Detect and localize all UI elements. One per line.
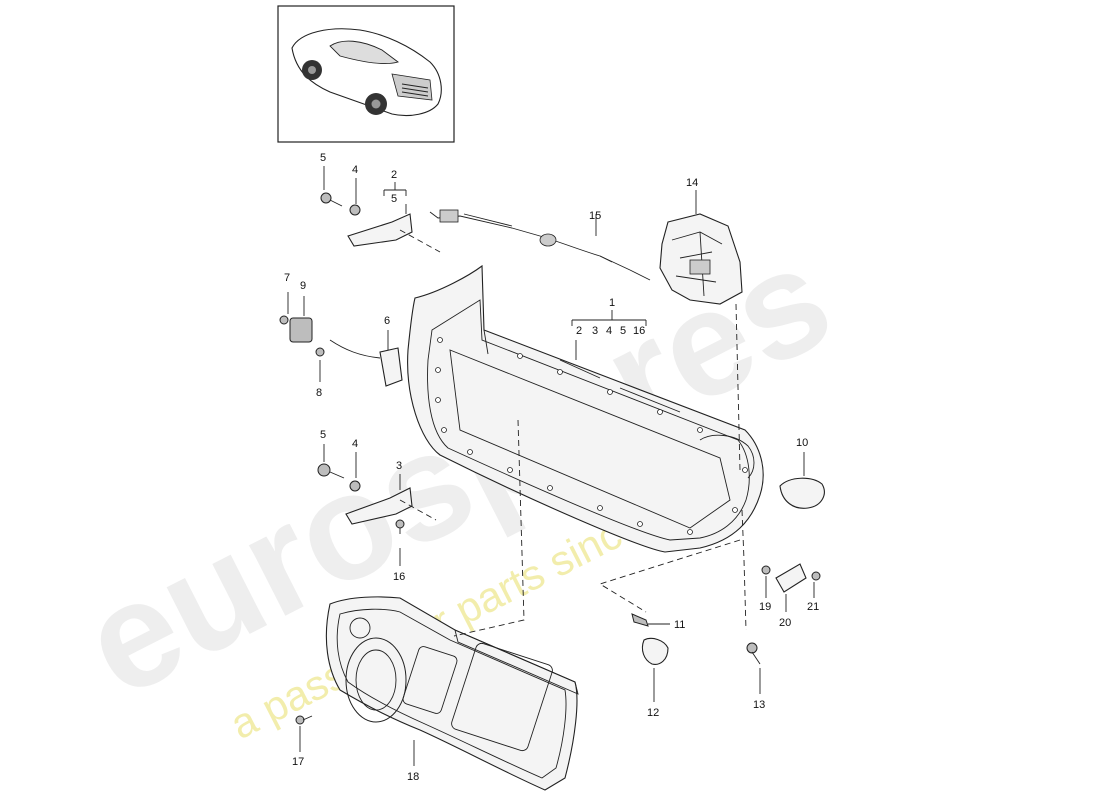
alignment-lines xyxy=(399,229,747,637)
door-rivets xyxy=(435,337,748,535)
callout-3: 3 xyxy=(396,460,402,472)
car-rear-view-icon xyxy=(291,28,442,117)
callout-1-sub-d: 5 xyxy=(620,325,626,337)
callout-12: 12 xyxy=(647,707,659,719)
callout-11: 11 xyxy=(674,619,685,631)
release-cable xyxy=(429,209,651,281)
callout-1-sub-b: 3 xyxy=(592,325,598,337)
leader-lines xyxy=(287,166,815,766)
callout-2-sub-5: 5 xyxy=(391,193,397,205)
trim-cap-assembly xyxy=(631,613,669,665)
callout-2: 2 xyxy=(391,169,397,181)
callout-4-lower: 4 xyxy=(352,438,358,450)
callout-4: 4 xyxy=(352,164,358,176)
door-check-strap-upper xyxy=(320,192,413,247)
callout-18: 18 xyxy=(407,771,419,783)
callout-1-sub-a: 2 xyxy=(576,325,582,337)
callout-1-sub-c: 4 xyxy=(606,325,612,337)
callout-13: 13 xyxy=(753,699,765,711)
callout-15: 15 xyxy=(589,210,601,222)
car-inset xyxy=(277,5,455,143)
callout-1: 1 xyxy=(609,297,615,309)
callout-9: 9 xyxy=(300,280,306,292)
callout-6: 6 xyxy=(384,315,390,327)
bolt-13 xyxy=(746,642,761,665)
callout-21: 21 xyxy=(807,601,819,613)
door-contact-switch xyxy=(279,315,403,387)
callout-1-sub-e: 16 xyxy=(633,325,645,337)
callout-14: 14 xyxy=(686,177,698,189)
callout-7: 7 xyxy=(284,272,290,284)
callout-20: 20 xyxy=(779,617,791,629)
callout-17: 17 xyxy=(292,756,304,768)
door-inner-panel xyxy=(325,596,579,791)
hinge-cover-assembly xyxy=(761,563,821,593)
callout-5: 5 xyxy=(320,152,326,164)
callout-8: 8 xyxy=(316,387,322,399)
door-shell xyxy=(407,264,764,553)
callout-5-lower: 5 xyxy=(320,429,326,441)
screw-17 xyxy=(295,715,313,725)
door-check-strap-lower xyxy=(317,463,413,534)
handle-cover xyxy=(779,477,825,509)
callout-labels: 5 4 2 5 14 15 7 9 6 8 1 2 3 4 5 16 5 4 3… xyxy=(284,152,819,783)
callout-10: 10 xyxy=(796,437,808,449)
door-lock-mechanism xyxy=(659,213,743,305)
callout-19: 19 xyxy=(759,601,771,613)
callout-16: 16 xyxy=(393,571,405,583)
